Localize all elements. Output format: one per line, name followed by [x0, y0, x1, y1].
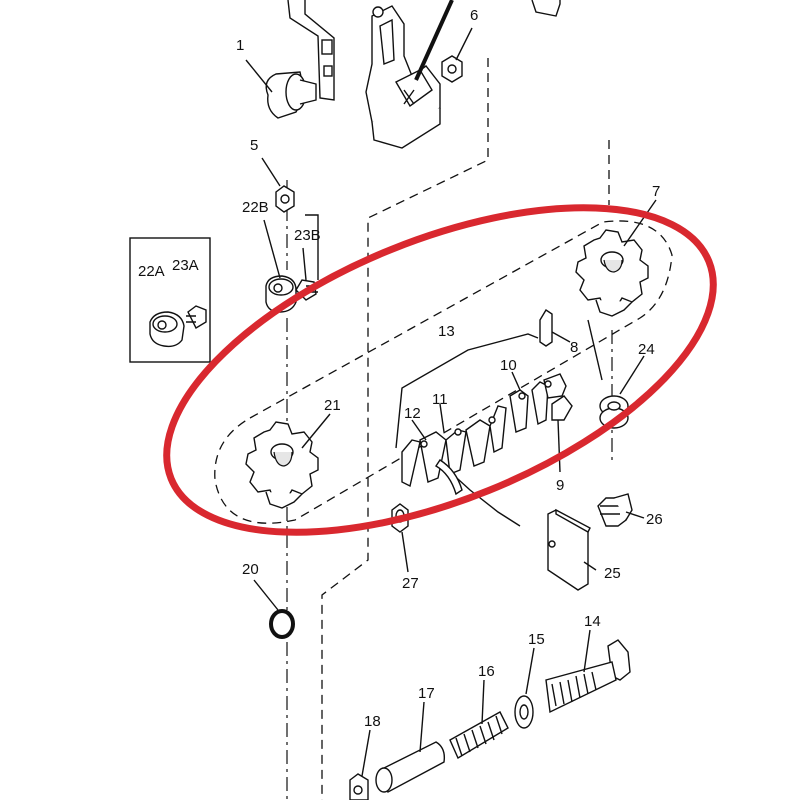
callout-7: 7	[652, 183, 660, 200]
connector-link-9	[551, 395, 573, 421]
highlight-ellipse	[163, 204, 717, 536]
nut-5	[275, 185, 295, 213]
callout-26: 26	[646, 511, 663, 528]
chain-path-outline	[214, 220, 673, 524]
housing-outline	[321, 58, 489, 800]
idler-bracket-assembly	[365, 5, 441, 149]
callout-13: 13	[438, 323, 455, 340]
spring-clip	[435, 459, 463, 496]
callout-18: 18	[364, 713, 381, 730]
callout-6: 6	[470, 7, 478, 24]
callout-15: 15	[528, 631, 545, 648]
pointer-rod	[414, 0, 454, 81]
washer-15	[514, 695, 534, 729]
callout-8: 8	[570, 339, 578, 356]
callout-23A: 23A	[172, 257, 199, 274]
chain-section	[401, 373, 567, 488]
bolt-26	[597, 493, 633, 527]
nut-6	[441, 55, 463, 83]
callout-17: 17	[418, 685, 435, 702]
driven-sprocket-21	[245, 421, 319, 509]
leader-lines	[245, 27, 657, 777]
part-top-right	[531, 0, 561, 17]
callout-21: 21	[324, 397, 341, 414]
tensioner-block-25	[547, 508, 591, 591]
chain-bracket-13	[395, 333, 539, 449]
washer-20	[269, 609, 295, 639]
callout-11: 11	[432, 391, 448, 408]
callout-9: 9	[556, 477, 564, 494]
sprocket-hub-22A	[149, 311, 185, 348]
cotter-pin-8	[539, 309, 553, 347]
bushing-24	[599, 395, 629, 429]
callout-24: 24	[638, 341, 655, 358]
callout-12: 12	[404, 405, 421, 422]
callout-22A: 22A	[138, 263, 165, 280]
bolt-1	[265, 71, 317, 119]
bolt-14	[545, 639, 631, 714]
tube-17	[375, 741, 446, 793]
callout-25: 25	[604, 565, 621, 582]
callout-10: 10	[500, 357, 517, 374]
bracket-top	[287, 0, 335, 101]
callout-23B: 23B	[294, 227, 321, 244]
callout-5: 5	[250, 137, 258, 154]
drive-sprocket-7	[575, 229, 649, 317]
callout-16: 16	[478, 663, 495, 680]
callout-20: 20	[242, 561, 259, 578]
callout-27: 27	[402, 575, 419, 592]
callout-labels: 1 6 5 22B 23B 22A 23A 7 13 8 10 24 11 12…	[138, 7, 663, 730]
bracket-18	[349, 773, 369, 800]
bolt-23A	[186, 305, 207, 329]
chain-tail	[447, 469, 521, 527]
spring-16	[449, 711, 509, 760]
callout-22B: 22B	[242, 199, 269, 216]
callout-14: 14	[584, 613, 601, 630]
callout-1: 1	[236, 37, 244, 54]
